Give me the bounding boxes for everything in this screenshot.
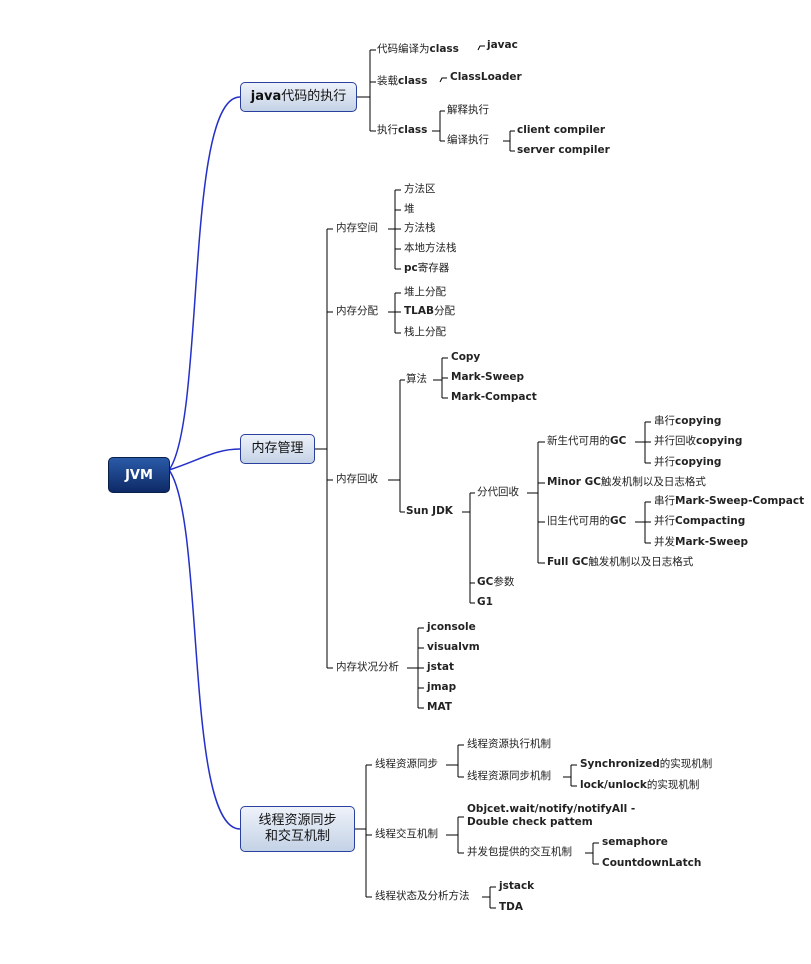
node-compile-to-class[interactable]: 代码编译为class [377,43,459,55]
node-client-compiler[interactable]: client compiler [517,124,606,136]
node-tda[interactable]: TDA [499,901,524,913]
node-memory-analysis[interactable]: 内存状况分析 [336,661,399,673]
node-method-stack[interactable]: 方法栈 [404,222,436,234]
node-synchronized[interactable]: Synchronized的实现机制 [580,758,713,770]
node-server-compiler[interactable]: server compiler [517,144,610,156]
node-thread-exec-mech[interactable]: 线程资源执行机制 [467,738,551,750]
node-parallel-compacting[interactable]: 并行Compacting [654,515,746,527]
node-lock-unlock[interactable]: lock/unlock的实现机制 [580,779,700,791]
node-memory-gc[interactable]: 内存回收 [336,473,378,485]
node-gc-params[interactable]: GC参数 [477,576,515,588]
node-javac[interactable]: javac [487,39,518,51]
node-full-gc[interactable]: Full GC触发机制以及日志格式 [547,556,694,568]
node-jstat[interactable]: jstat [427,661,454,673]
node-compile-exec[interactable]: 编译执行 [447,134,489,146]
node-sun-jdk[interactable]: Sun JDK [406,505,453,517]
node-load-class[interactable]: 装载class [377,75,428,87]
node-young-gc[interactable]: 新生代可用的GC [547,435,627,447]
node-visualvm[interactable]: visualvm [427,641,480,653]
node-exec-class[interactable]: 执行class [377,124,428,136]
node-algorithm[interactable]: 算法 [406,373,427,385]
node-mark-sweep[interactable]: Mark-Sweep [451,371,525,383]
node-heap[interactable]: 堆 [404,203,415,215]
node-interpret[interactable]: 解释执行 [447,104,489,116]
node-mat[interactable]: MAT [427,701,452,713]
node-thread-sync[interactable]: 线程资源同步 [375,758,438,770]
node-old-gc[interactable]: 旧生代可用的GC [547,515,627,527]
node-pc-register[interactable]: pc寄存器 [404,262,450,274]
node-parallel-copying[interactable]: 并行copying [654,456,722,468]
node-heap-alloc[interactable]: 堆上分配 [404,286,446,298]
node-g1[interactable]: G1 [477,596,493,608]
node-native-stack[interactable]: 本地方法栈 [404,242,457,254]
node-method-area[interactable]: 方法区 [404,183,436,195]
node-jmap[interactable]: jmap [427,681,457,693]
node-wait-notify[interactable]: Objcet.wait/notify/notifyAll -Double che… [467,803,636,828]
root-node[interactable]: JVM [108,457,170,493]
node-memory-space[interactable]: 内存空间 [336,222,378,234]
node-concurrent-mark-sweep[interactable]: 并发Mark-Sweep [654,536,749,548]
node-minor-gc[interactable]: Minor GC触发机制以及日志格式 [547,476,706,488]
node-concurrent-pkg[interactable]: 并发包提供的交互机制 [467,846,572,858]
node-serial-copying[interactable]: 串行copying [654,415,722,427]
branch-java-label: java代码的执行 [250,89,347,104]
node-parallel-scavenge-copying[interactable]: 并行回收copying [654,435,743,447]
branch-thread-sync[interactable]: 线程资源同步和交互机制 [240,806,355,852]
node-copy[interactable]: Copy [451,351,481,363]
node-thread-interact[interactable]: 线程交互机制 [375,828,438,840]
node-countdownlatch[interactable]: CountdownLatch [602,857,702,869]
branch-thread-label: 线程资源同步和交互机制 [258,813,337,844]
node-generational[interactable]: 分代回收 [477,486,519,498]
branch-java-execution[interactable]: java代码的执行 [240,82,357,112]
node-semaphore[interactable]: semaphore [602,836,668,848]
branch-memory-label: 内存管理 [251,441,304,456]
node-memory-alloc[interactable]: 内存分配 [336,305,378,317]
node-classloader[interactable]: ClassLoader [450,71,522,83]
node-tlab-alloc[interactable]: TLAB分配 [404,305,455,317]
node-serial-msc[interactable]: 串行Mark-Sweep-Compact [654,495,805,507]
branch-memory-management[interactable]: 内存管理 [240,434,315,464]
node-stack-alloc[interactable]: 栈上分配 [404,326,446,338]
root-label: JVM [125,467,153,483]
node-jconsole[interactable]: jconsole [427,621,476,633]
node-jstack[interactable]: jstack [499,880,535,892]
node-thread-state[interactable]: 线程状态及分析方法 [375,890,470,902]
node-thread-sync-mech[interactable]: 线程资源同步机制 [467,770,551,782]
node-mark-compact[interactable]: Mark-Compact [451,391,537,403]
